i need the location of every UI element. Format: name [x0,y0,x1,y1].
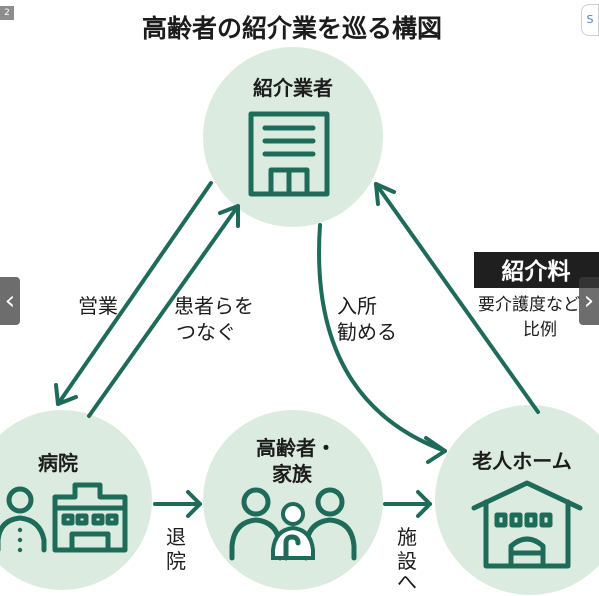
family-icon [229,487,357,561]
hospital-label: 病院 [38,451,78,475]
hospital-node [0,410,152,590]
recommend-arrow [317,223,447,464]
image-index-badge: 2 [0,6,14,20]
sales-arrow [54,181,213,406]
nursing-home-label: 老人ホーム [472,449,571,473]
agency-label: 紹介業者 [253,76,333,100]
nursing-home-node [435,405,599,595]
recommend-label-line2: 勧める [337,320,397,344]
to-facility-label-line2: 設 [397,549,417,573]
discharge-label-line1: 退 [166,525,186,549]
connect-label-line1: 患者らを [174,294,254,318]
next-image-button[interactable]: › [579,277,599,325]
agency-node [203,47,383,227]
fee-arrow [374,182,540,414]
discharge-arrow [153,490,202,518]
discharge-label-line2: 院 [166,549,186,573]
fee-note-line2: 比例 [523,320,557,340]
hospital-icon [0,482,128,553]
corner-action-button[interactable]: S [581,4,599,36]
sales-label: 営業 [78,294,118,318]
fee-note-line1: 要介護度など [478,295,580,315]
family-label-line1: 高齢者・ [256,436,336,460]
family-label-line2: 家族 [272,462,313,486]
to-facility-label-line1: 施 [397,525,417,549]
nursing-home-icon [471,480,583,569]
recommend-label-line1: 入所 [337,294,377,318]
fee-label: 紹介料 [502,258,571,285]
building-icon [248,111,330,197]
to-facility-arrow [383,490,432,518]
connect-label-line2: つなぐ [176,320,236,344]
diagram-title: 高齢者の紹介業を巡る構図 [142,14,442,43]
connect-arrow [87,204,240,418]
family-node [203,410,383,590]
fee-box: 紹介料 [474,252,599,288]
to-facility-label-line3: へ [397,570,417,594]
previous-image-button[interactable]: ‹ [0,277,20,325]
